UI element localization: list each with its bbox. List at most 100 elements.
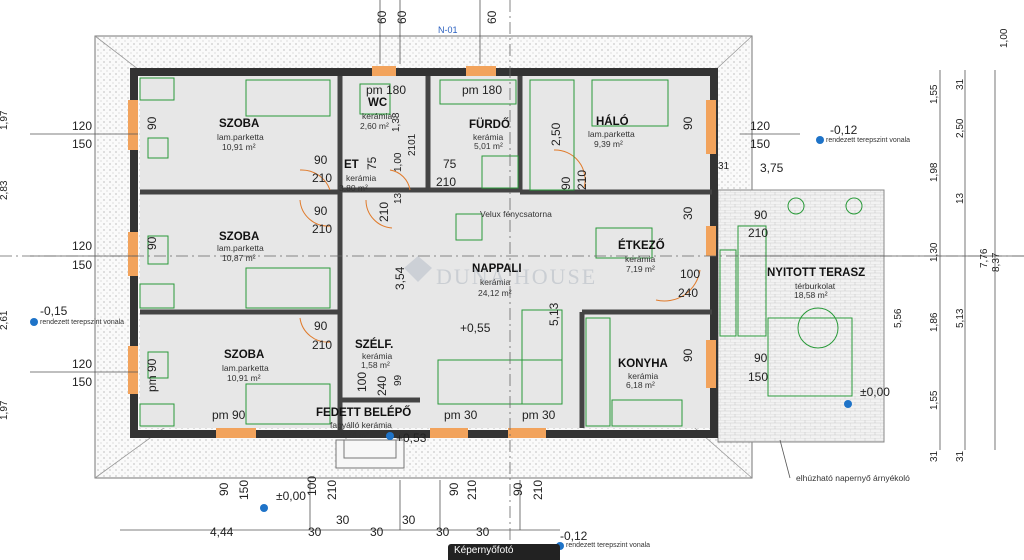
room-nappali-floor: kerámia xyxy=(480,277,511,287)
dim-v-90-halo: 90 xyxy=(681,116,695,130)
room-belepo-floor: fagyálló kerámia xyxy=(330,420,392,430)
dim-b-90b: 90 xyxy=(447,482,461,496)
dim-b-30a: 30 xyxy=(336,513,350,527)
room-wc-floor: kerámia xyxy=(362,111,393,121)
dim-v-354: 3,54 xyxy=(393,266,407,290)
dim-r-31a: 31 xyxy=(955,78,966,90)
dim-r-31c: 31 xyxy=(929,450,940,462)
room-szelf-area: 1,58 m² xyxy=(361,360,390,370)
windows xyxy=(128,66,716,438)
dim-halo-120: 120 xyxy=(750,119,771,133)
room-szoba2-name: SZOBA xyxy=(219,231,260,243)
dim-l-197b: 1,97 xyxy=(0,400,10,420)
dim-t-60b: 60 xyxy=(395,10,409,24)
dim-v-100b: 100 xyxy=(355,371,369,392)
room-szoba2-floor: lam.parketta xyxy=(217,243,264,253)
dim-v-138: 1,38 xyxy=(391,112,402,132)
dim-left-150a: 150 xyxy=(72,137,93,151)
level-ground: ±0,00 xyxy=(276,489,306,503)
dim-31a: 31 xyxy=(718,161,730,172)
dim-v-90a: 90 xyxy=(559,176,573,190)
dim-r-776: 7,76 xyxy=(979,248,990,268)
room-konyha-area: 6,18 m² xyxy=(626,380,655,390)
watermark-text: DUNA HOUSE xyxy=(436,264,598,289)
level-right: -0,12 xyxy=(830,123,858,137)
level-terrace: ±0,00 xyxy=(860,385,890,399)
dim-left-120b: 120 xyxy=(72,239,93,253)
dim-v-210b: 210 xyxy=(377,201,391,222)
dim-r-130: 1,30 xyxy=(929,242,940,262)
dim-terasz-150: 150 xyxy=(748,370,769,384)
room-et-area: 3,80 m² xyxy=(339,183,368,193)
dim-door-240: 240 xyxy=(678,286,699,300)
room-wc-area: 2,60 m² xyxy=(360,121,389,131)
room-nappali-name: NAPPALI xyxy=(472,263,522,275)
dim-v-pm-szoba3: pm 90 xyxy=(145,358,159,392)
dim-halo-150: 150 xyxy=(750,137,771,151)
pm-nappali-1: pm 30 xyxy=(444,408,478,422)
dim-v-75: 75 xyxy=(365,156,379,170)
dim-v-513: 5,13 xyxy=(547,302,561,326)
dim-door-210c: 210 xyxy=(312,338,333,352)
dim-v-90-konyha: 90 xyxy=(681,348,695,362)
dim-r-155a: 1,55 xyxy=(929,84,940,104)
pm-wc: pm 180 xyxy=(366,83,407,97)
room-terasz-name: NYITOTT TERASZ xyxy=(767,267,866,279)
furniture xyxy=(139,77,863,427)
dim-b-30d: 30 xyxy=(402,513,416,527)
dim-r-31b: 31 xyxy=(955,450,966,462)
room-szoba2-area: 10,87 m² xyxy=(222,253,256,263)
dim-b-210c: 210 xyxy=(531,479,545,500)
dim-r-513: 5,13 xyxy=(955,308,966,328)
dim-v-99: 99 xyxy=(393,374,404,386)
dim-v-13: 13 xyxy=(393,192,404,204)
room-et-name: ET xyxy=(344,159,359,171)
terepszint-label-bottom: rendezett terepszint vonala xyxy=(566,542,651,549)
dim-r-198: 1,98 xyxy=(929,162,940,182)
dim-v-90-szoba2: 90 xyxy=(145,236,159,250)
room-furdo-floor: kerámia xyxy=(473,132,504,142)
room-terasz-floor: térburkolat xyxy=(795,281,836,291)
level-nappali: +0,55 xyxy=(460,321,491,335)
room-szelf-name: SZÉLF. xyxy=(355,339,394,351)
dim-terasz-90: 90 xyxy=(754,351,768,365)
room-halo-floor: lam.parketta xyxy=(588,129,635,139)
room-etkezo-area: 7,19 m² xyxy=(626,264,655,274)
room-szoba3-area: 10,91 m² xyxy=(227,373,261,383)
dim-v-30-etkezo: 30 xyxy=(681,206,695,220)
dim-b-444: 4,44 xyxy=(210,525,234,539)
dim-door-210d: 210 xyxy=(436,175,457,189)
dim-r-186: 1,86 xyxy=(929,312,940,332)
dim-door-75: 75 xyxy=(443,157,457,171)
dim-l-283: 2,83 xyxy=(0,180,10,200)
napernyo-label: elhúzható napernyő árnyékoló xyxy=(796,473,910,483)
dim-v-210a: 210 xyxy=(575,169,589,190)
dim-door-90a: 90 xyxy=(314,153,328,167)
dim-375: 3,75 xyxy=(760,161,784,175)
dim-b-150: 150 xyxy=(237,479,251,500)
dim-b-30b: 30 xyxy=(308,525,322,539)
room-belepo-name: FEDETT BELÉPŐ xyxy=(316,407,412,419)
dim-b-90c: 90 xyxy=(511,482,525,496)
room-halo-area: 9,39 m² xyxy=(594,139,623,149)
dim-v-250: 2,50 xyxy=(549,122,563,146)
dim-v-2101: 2101 xyxy=(407,133,418,156)
dim-left-150b: 150 xyxy=(72,258,93,272)
dim-door-210a: 210 xyxy=(312,171,333,185)
screenshot-tooltip: Képernyőfotó xyxy=(448,544,560,560)
dim-b-210b: 210 xyxy=(465,479,479,500)
dim-r-250: 2,50 xyxy=(955,118,966,138)
dim-l-197: 1,97 xyxy=(0,110,10,130)
room-szoba3-floor: lam.parketta xyxy=(222,363,269,373)
level-entry: +0,53 xyxy=(396,431,427,445)
entry-steps xyxy=(335,439,405,469)
interior-floor xyxy=(140,76,710,428)
terepszint-label-right: rendezett terepszint vonala xyxy=(826,137,911,144)
dim-t-60a: 60 xyxy=(375,10,389,24)
room-szoba1-name: SZOBA xyxy=(219,118,260,130)
dim-v-90-szoba1: 90 xyxy=(145,116,159,130)
dim-v-100: 1,00 xyxy=(393,152,404,172)
room-szoba1-area: 10,91 m² xyxy=(222,142,256,152)
dim-v-240: 240 xyxy=(375,375,389,396)
